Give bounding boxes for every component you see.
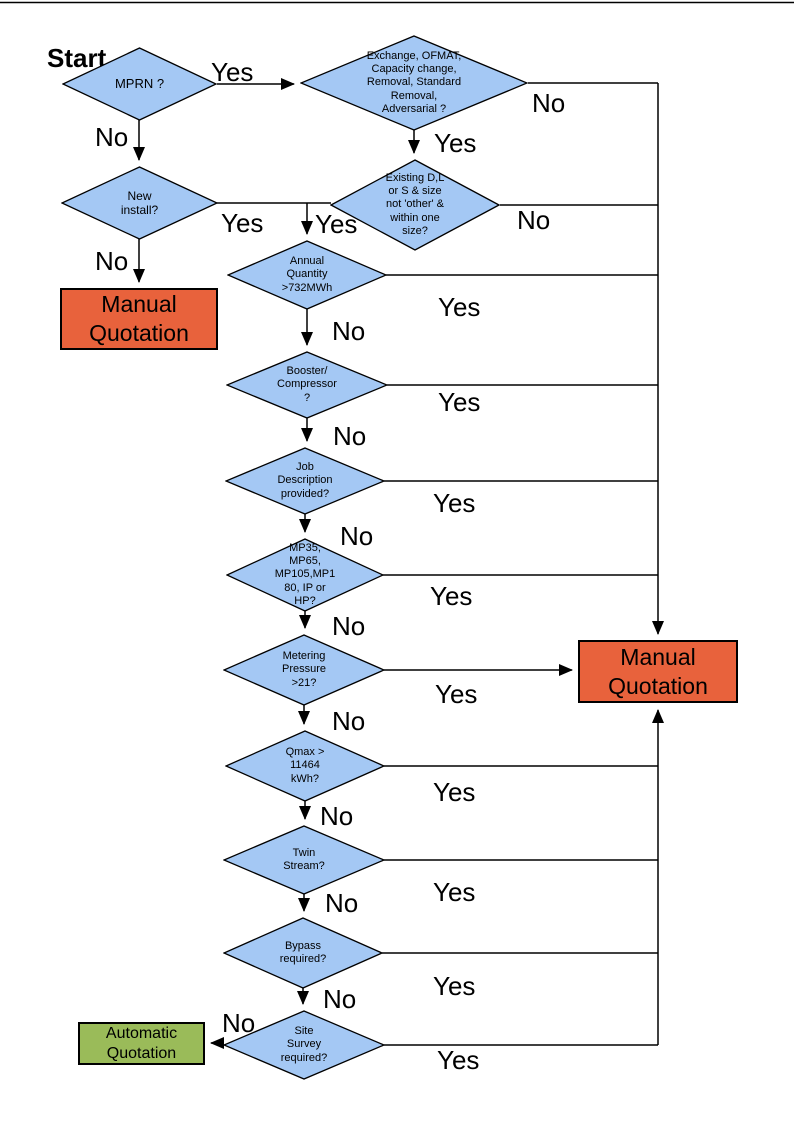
label-mp-yes: Yes <box>430 581 473 611</box>
label-qmax-yes: Yes <box>433 777 476 807</box>
label-event-no: No <box>532 88 566 118</box>
label-mp-no: No <box>332 611 366 641</box>
diamond-shape <box>225 730 385 802</box>
decision-pressure-tier: MP35, MP65, MP105,MP1 80, IP or HP? <box>226 538 384 612</box>
automatic-quotation-box: Automatic Quotation <box>78 1022 205 1065</box>
decision-job-description: Job Description provided? <box>225 447 385 515</box>
label-booster-yes: Yes <box>438 387 481 417</box>
decision-metering-pressure: Metering Pressure >21? <box>223 634 385 706</box>
decision-job-description-label: Job Description provided? <box>277 461 333 500</box>
label-bypass-yes: Yes <box>433 971 476 1001</box>
label-newinstall-no: No <box>95 246 129 276</box>
diamond-shape <box>227 240 387 310</box>
decision-existing-size-label: Existing D,L or S & size not 'other' & w… <box>385 172 445 237</box>
diamond-shape <box>223 917 383 989</box>
diamond-shape <box>226 351 388 419</box>
decision-bypass-label: Bypass required? <box>279 939 327 965</box>
label-event-yes: Yes <box>434 128 477 158</box>
decision-event-type: Exchange, OFMAT, Capacity change, Remova… <box>300 35 528 131</box>
decision-mprn: MPRN ? <box>62 47 217 121</box>
decision-mprn-label: MPRN ? <box>114 76 165 92</box>
diamond-shape <box>62 47 217 121</box>
diamond-shape <box>225 447 385 515</box>
decision-annual-quantity-label: Annual Quantity >732MWh <box>281 255 333 294</box>
label-mprn-yes: Yes <box>211 57 254 87</box>
label-survey-yes: Yes <box>437 1045 480 1075</box>
label-twin-yes: Yes <box>433 877 476 907</box>
decision-new-install: New install? <box>61 166 218 240</box>
decision-bypass: Bypass required? <box>223 917 383 989</box>
label-metering-yes: Yes <box>435 679 478 709</box>
decision-existing-size: Existing D,L or S & size not 'other' & w… <box>330 159 500 251</box>
decision-annual-quantity: Annual Quantity >732MWh <box>227 240 387 310</box>
label-twin-no: No <box>325 888 359 918</box>
decision-qmax: Qmax > 11464 kWh? <box>225 730 385 802</box>
diamond-shape <box>223 1010 385 1080</box>
decision-event-type-label: Exchange, OFMAT, Capacity change, Remova… <box>366 50 462 115</box>
diamond-shape <box>61 166 218 240</box>
label-booster-no: No <box>333 421 367 451</box>
decision-qmax-label: Qmax > 11464 kWh? <box>285 746 325 785</box>
diamond-shape <box>330 159 500 251</box>
label-jobdesc-no: No <box>340 521 374 551</box>
label-mprn-no: No <box>95 122 129 152</box>
label-survey-no: No <box>222 1008 256 1038</box>
label-jobdesc-yes: Yes <box>433 488 476 518</box>
diamond-shape <box>226 538 384 612</box>
decision-twin-stream: Twin Stream? <box>223 825 385 895</box>
decision-pressure-tier-label: MP35, MP65, MP105,MP1 80, IP or HP? <box>274 542 336 607</box>
label-annual-no: No <box>332 316 366 346</box>
label-metering-no: No <box>332 706 366 736</box>
decision-site-survey: Site Survey required? <box>223 1010 385 1080</box>
decision-site-survey-label: Site Survey required? <box>280 1025 328 1064</box>
diamond-shape <box>300 35 528 131</box>
label-newinstall-yes: Yes <box>221 208 264 238</box>
label-qmax-no: No <box>320 801 354 831</box>
diamond-shape <box>223 825 385 895</box>
diamond-shape <box>223 634 385 706</box>
manual-quotation-right-box: Manual Quotation <box>578 640 738 703</box>
decision-new-install-label: New install? <box>120 188 159 217</box>
label-bypass-no: No <box>323 984 357 1014</box>
decision-metering-pressure-label: Metering Pressure >21? <box>281 650 327 689</box>
decision-booster-compressor-label: Booster/ Compressor ? <box>277 365 337 404</box>
label-annual-yes: Yes <box>438 292 481 322</box>
decision-booster-compressor: Booster/ Compressor ? <box>226 351 388 419</box>
label-existing-no: No <box>517 205 551 235</box>
manual-quotation-left-box: Manual Quotation <box>60 288 218 350</box>
label-existing-yes: Yes <box>315 209 358 239</box>
decision-twin-stream-label: Twin Stream? <box>283 846 325 872</box>
